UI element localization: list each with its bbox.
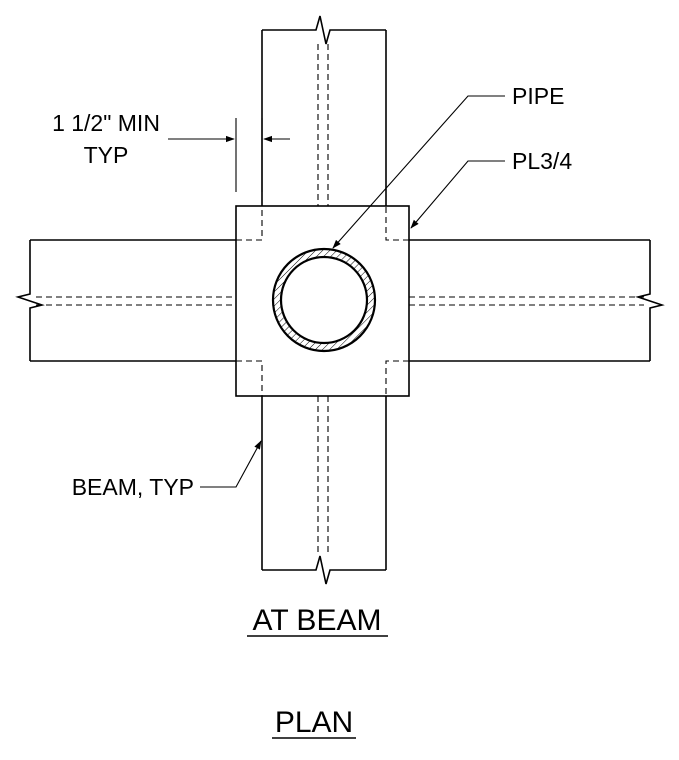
clearance-label-line2: TYP (84, 142, 129, 168)
clearance-dimension (168, 118, 290, 192)
clearance-label-line1: 1 1/2" MIN (52, 110, 160, 136)
break-line-bottom (262, 555, 386, 585)
beam-south (261, 396, 387, 585)
beam-label: BEAM, TYP (72, 474, 194, 500)
beam-leader (200, 440, 262, 488)
pipe-label: PIPE (512, 83, 564, 109)
break-line-right (635, 240, 665, 361)
hidden-beam-ends (236, 206, 409, 396)
break-line-top (262, 15, 386, 45)
plate (235, 205, 410, 397)
plate-leader (410, 160, 505, 229)
plate-label: PL3/4 (512, 148, 572, 174)
break-line-left (15, 240, 45, 361)
pipe-leader (332, 95, 505, 249)
beam-west (15, 239, 236, 362)
beam-north (261, 15, 387, 206)
beam-east (409, 239, 665, 362)
detail-title: AT BEAM (253, 604, 382, 637)
pipe-section (271, 247, 377, 353)
view-title: PLAN (275, 706, 353, 739)
